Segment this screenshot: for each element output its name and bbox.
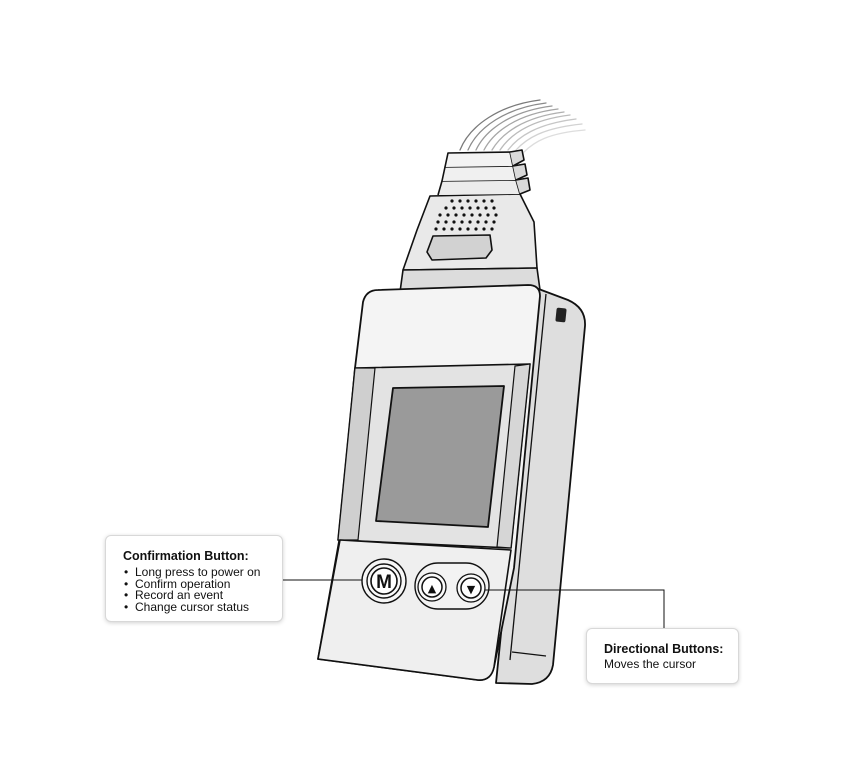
- pin-hole: [482, 199, 486, 203]
- pin-hole: [460, 206, 464, 210]
- pin-hole: [452, 220, 456, 224]
- up-arrow-icon: ▲: [428, 582, 437, 595]
- confirmation-button-callout: Confirmation Button: Long press to power…: [105, 535, 283, 622]
- down-button[interactable]: ▼: [456, 573, 486, 603]
- m-button-label: M: [376, 572, 392, 593]
- confirmation-callout-title: Confirmation Button:: [123, 549, 249, 563]
- pin-hole: [444, 220, 448, 224]
- pin-hole: [468, 220, 472, 224]
- up-button[interactable]: ▲: [417, 572, 447, 602]
- pin-hole: [466, 227, 470, 231]
- pin-hole: [462, 213, 466, 217]
- down-arrow-icon: ▼: [467, 583, 476, 596]
- pin-hole: [442, 227, 446, 231]
- list-item: Change cursor status: [123, 601, 272, 614]
- pin-hole: [492, 206, 496, 210]
- pin-hole: [466, 199, 470, 203]
- pin-hole: [452, 206, 456, 210]
- pin-hole: [486, 213, 490, 217]
- pin-hole: [434, 227, 438, 231]
- pin-hole: [458, 227, 462, 231]
- pin-hole: [482, 227, 486, 231]
- pin-hole: [450, 227, 454, 231]
- pin-hole: [444, 206, 448, 210]
- pin-hole: [476, 206, 480, 210]
- list-item: Confirm operation: [123, 578, 272, 591]
- pin-hole: [474, 199, 478, 203]
- pin-hole: [490, 227, 494, 231]
- pin-hole: [492, 220, 496, 224]
- pin-hole: [446, 213, 450, 217]
- pin-hole: [438, 213, 442, 217]
- pin-hole: [454, 213, 458, 217]
- connector-pin-holes: [434, 199, 498, 231]
- pin-hole: [468, 206, 472, 210]
- pin-hole: [436, 220, 440, 224]
- directional-buttons-callout: Directional Buttons: Moves the cursor: [586, 628, 739, 684]
- device-side: [495, 287, 586, 685]
- pin-hole: [450, 199, 454, 203]
- pin-hole: [458, 199, 462, 203]
- directional-callout-title: Directional Buttons:: [604, 642, 724, 656]
- pin-hole: [478, 213, 482, 217]
- pin-hole: [476, 220, 480, 224]
- pin-hole: [474, 227, 478, 231]
- pin-hole: [484, 220, 488, 224]
- lcd-screen: [375, 385, 505, 528]
- side-switch: [555, 307, 567, 323]
- confirmation-button[interactable]: M: [361, 558, 407, 604]
- pin-hole: [494, 213, 498, 217]
- button-panel: [317, 539, 512, 681]
- list-item: Long press to power on: [123, 566, 272, 579]
- confirmation-callout-list: Long press to power on Confirm operation…: [123, 566, 272, 614]
- pin-hole: [490, 199, 494, 203]
- list-item: Record an event: [123, 589, 272, 602]
- cable-ribbon: [459, 99, 586, 153]
- directional-leader-line: [485, 589, 665, 628]
- directional-callout-description: Moves the cursor: [604, 657, 697, 671]
- pin-hole: [460, 220, 464, 224]
- pin-hole: [470, 213, 474, 217]
- pin-hole: [484, 206, 488, 210]
